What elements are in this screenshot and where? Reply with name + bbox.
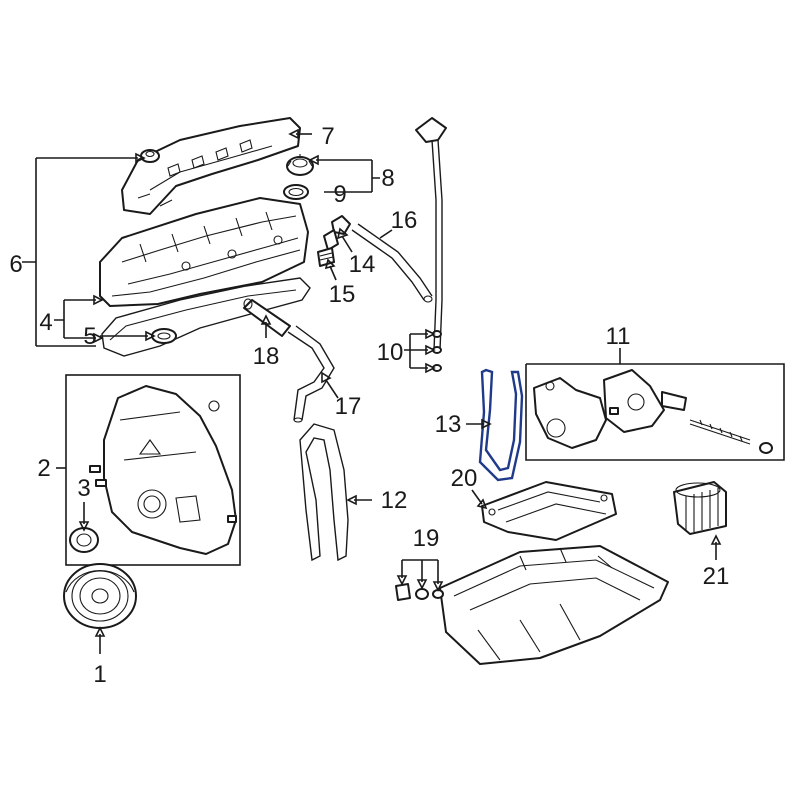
timing-chain[interactable] bbox=[299, 423, 349, 562]
callout-18[interactable]: 18 bbox=[253, 343, 280, 370]
oil-pan[interactable] bbox=[439, 545, 669, 665]
oil-baffle-plate[interactable] bbox=[481, 481, 617, 541]
callout-10[interactable]: 10 bbox=[377, 339, 404, 366]
leader-lines bbox=[22, 128, 722, 654]
callout-17[interactable]: 17 bbox=[335, 393, 362, 420]
callout-3[interactable]: 3 bbox=[77, 475, 90, 502]
oil-pump-assembly[interactable] bbox=[533, 369, 773, 454]
oil-filter[interactable] bbox=[673, 481, 727, 535]
oil-filler-cap[interactable] bbox=[286, 154, 314, 176]
oil-pump-box bbox=[525, 363, 785, 461]
callout-8[interactable]: 8 bbox=[381, 165, 394, 192]
callout-4[interactable]: 4 bbox=[39, 309, 52, 336]
cap-seal[interactable] bbox=[283, 184, 309, 200]
crankshaft-pulley[interactable] bbox=[63, 563, 137, 629]
callout-5[interactable]: 5 bbox=[83, 323, 96, 350]
callout-20[interactable]: 20 bbox=[451, 465, 478, 492]
breather-hose[interactable] bbox=[351, 223, 433, 303]
callout-19[interactable]: 19 bbox=[413, 525, 440, 552]
timing-cover-box bbox=[65, 374, 241, 566]
callout-21[interactable]: 21 bbox=[703, 563, 730, 590]
spark-plug-tube-seal[interactable] bbox=[151, 328, 177, 344]
pcv-valve[interactable] bbox=[323, 215, 351, 251]
callout-1[interactable]: 1 bbox=[93, 661, 106, 688]
valve-cover-gasket[interactable] bbox=[101, 277, 311, 357]
oil-pump-chain[interactable] bbox=[478, 368, 524, 482]
callout-12[interactable]: 12 bbox=[381, 487, 408, 514]
callout-6[interactable]: 6 bbox=[9, 251, 22, 278]
callout-9[interactable]: 9 bbox=[333, 181, 346, 208]
engine-cover[interactable] bbox=[121, 117, 301, 215]
callout-labels: 1 2 3 4 5 6 7 8 9 10 11 12 13 14 15 16 1… bbox=[9, 123, 729, 688]
cover-grommet[interactable] bbox=[140, 149, 160, 163]
dipstick-tube-orings[interactable] bbox=[432, 330, 442, 372]
callout-2[interactable]: 2 bbox=[37, 455, 50, 482]
pcv-hose[interactable] bbox=[287, 325, 335, 423]
cover-seal[interactable] bbox=[69, 527, 99, 553]
valve-cover[interactable] bbox=[99, 197, 309, 307]
callout-16[interactable]: 16 bbox=[391, 207, 418, 234]
callout-13[interactable]: 13 bbox=[435, 411, 462, 438]
callout-14[interactable]: 14 bbox=[349, 251, 376, 278]
timing-cover[interactable] bbox=[103, 385, 237, 555]
callout-15[interactable]: 15 bbox=[329, 281, 356, 308]
dipstick[interactable] bbox=[415, 117, 447, 351]
callout-11[interactable]: 11 bbox=[606, 323, 631, 350]
cover-dowel-pins[interactable] bbox=[89, 465, 237, 523]
callout-7[interactable]: 7 bbox=[321, 123, 334, 150]
